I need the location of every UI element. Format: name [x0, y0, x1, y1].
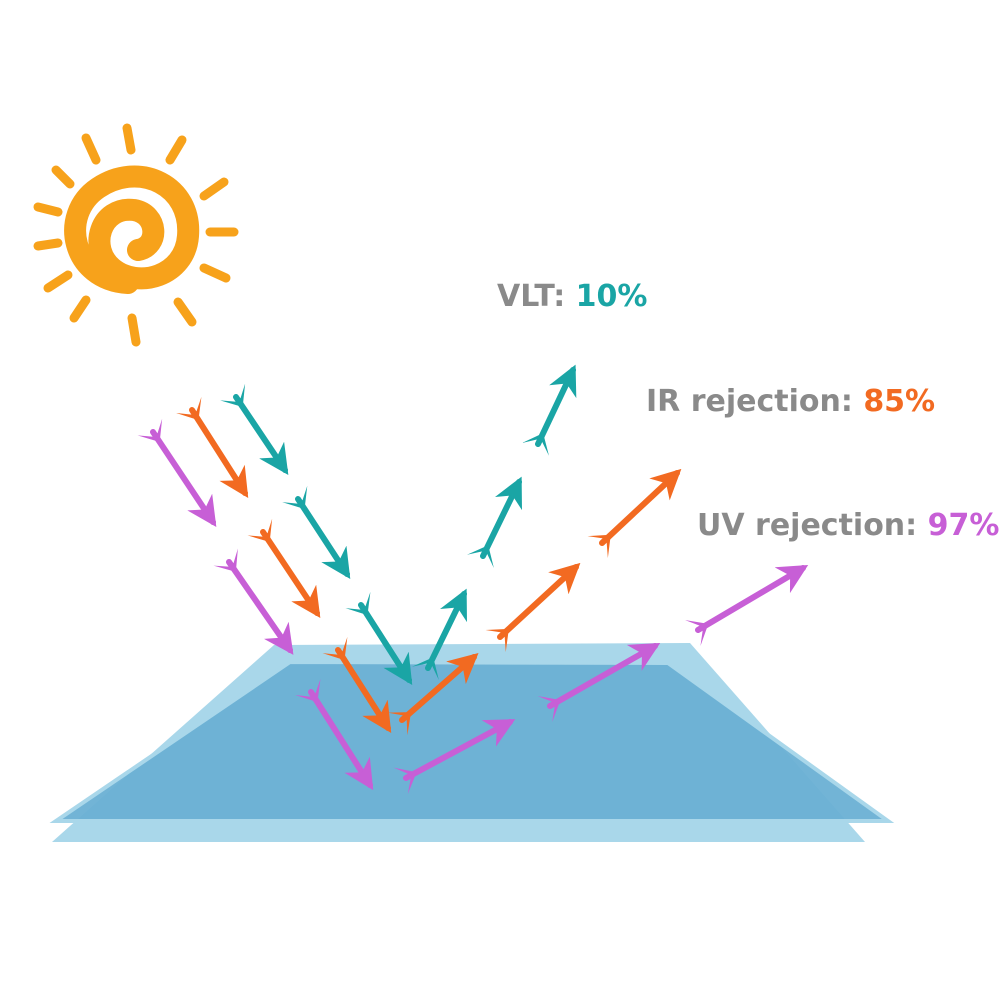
- reflected-vlt-arrow: [466, 476, 522, 568]
- incoming-uv-arrow: [295, 678, 374, 791]
- incoming-vlt-arrow: [282, 485, 351, 580]
- vlt-label-name: VLT:: [497, 279, 566, 314]
- ir-rejection-label-name: IR rejection:: [646, 384, 853, 419]
- reflected-uv-arrow: [393, 719, 516, 795]
- uv-rejection-label-name: UV rejection:: [697, 508, 918, 543]
- vlt-label: VLT: 10%: [497, 282, 647, 312]
- uv-rejection-label: UV rejection: 97%: [697, 511, 999, 541]
- sun-rays: [33, 123, 239, 347]
- sun-icon: [33, 123, 239, 347]
- reflected-rays: [387, 364, 809, 795]
- uv-rejection-label-value: 97%: [927, 508, 1000, 543]
- incoming-uv-arrow: [213, 548, 294, 655]
- reflected-ir-arrow: [587, 468, 682, 559]
- incoming-ir-arrow: [176, 396, 249, 499]
- incoming-uv-arrow: [137, 418, 217, 527]
- reflected-vlt-arrow: [521, 364, 577, 456]
- reflected-uv-arrow: [537, 643, 661, 723]
- reflected-ir-arrow: [485, 562, 581, 653]
- vlt-label-value: 10%: [575, 279, 648, 314]
- ir-rejection-label-value: 85%: [863, 384, 936, 419]
- reflected-ir-arrow: [387, 653, 479, 736]
- sun-spiral: [64, 165, 200, 294]
- incoming-vlt-arrow: [220, 383, 289, 475]
- ir-rejection-label: IR rejection: 85%: [646, 387, 935, 417]
- incoming-ir-arrow: [247, 518, 321, 618]
- reflected-uv-arrow: [685, 564, 809, 646]
